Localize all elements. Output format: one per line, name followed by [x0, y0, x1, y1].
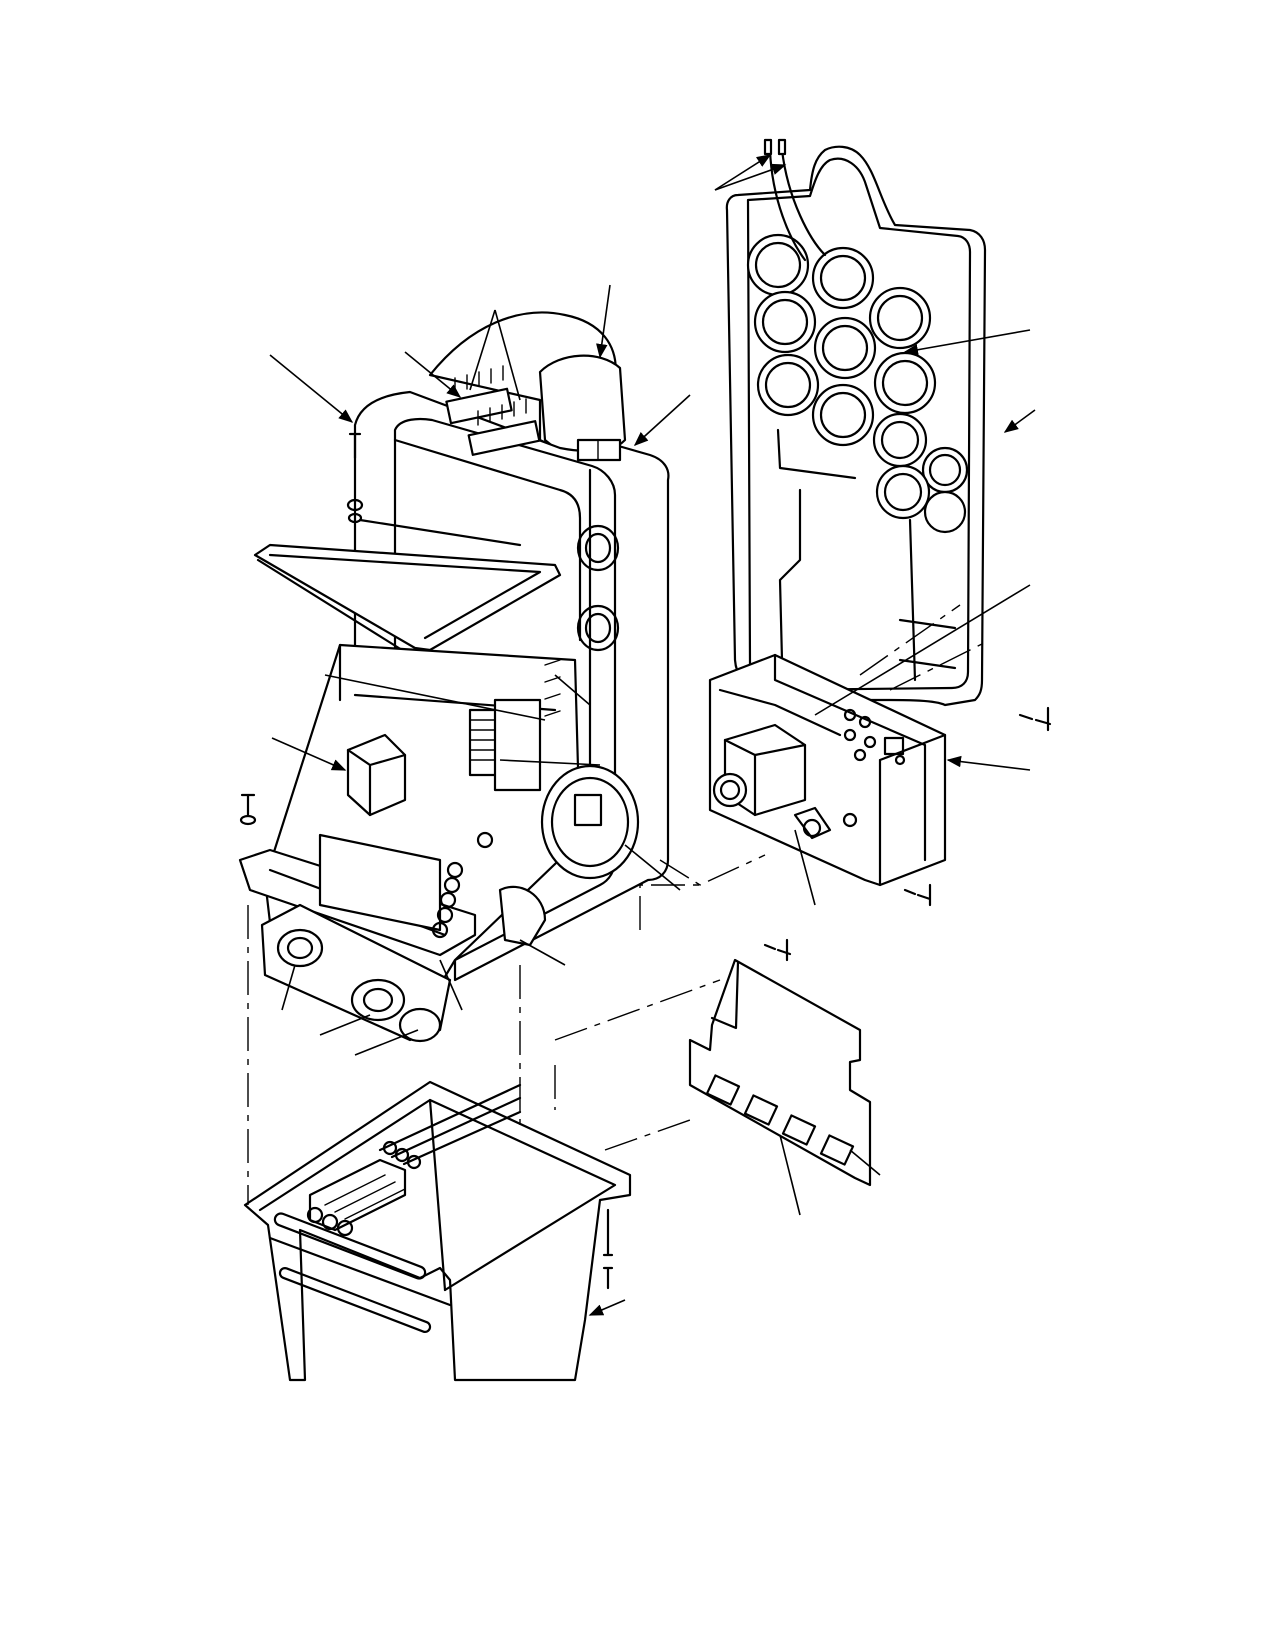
connector-round	[712, 772, 748, 808]
round-opening	[540, 764, 640, 880]
motor-right	[350, 978, 406, 1022]
relay-block	[346, 733, 407, 817]
side-clamp	[498, 885, 547, 947]
side-port-upper	[576, 524, 620, 572]
screw-top-left	[346, 432, 364, 524]
main-housing	[346, 311, 670, 982]
alignment-lines	[247, 604, 991, 1205]
lower-housing	[238, 643, 640, 1043]
electronic-box	[708, 653, 1052, 907]
motor-left	[276, 928, 324, 968]
plate-screw	[763, 938, 792, 962]
top-terminal-strips	[445, 365, 541, 456]
callout-leaders	[269, 154, 1036, 1316]
instrument-panel	[725, 138, 987, 707]
skirt-terminal-block	[306, 1140, 422, 1237]
lower-skirt	[243, 1080, 632, 1382]
back-plate	[688, 938, 872, 1187]
gauge-openings	[746, 233, 969, 534]
triangular-bracket	[253, 518, 562, 657]
terminal-row	[318, 831, 494, 939]
side-port-lower	[576, 604, 620, 652]
top-connector	[576, 438, 622, 462]
screw-left	[239, 793, 257, 826]
